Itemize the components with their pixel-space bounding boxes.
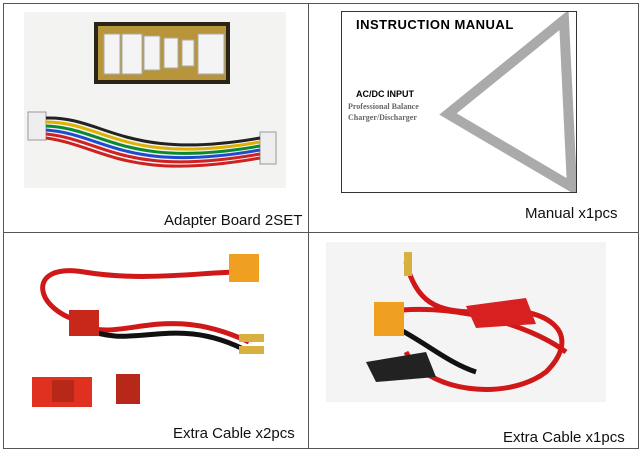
- manual-title: INSTRUCTION MANUAL: [356, 17, 514, 32]
- caption-extra-cable-2: Extra Cable x1pcs: [503, 429, 625, 446]
- caption-adapter-board: Adapter Board 2SET: [164, 212, 303, 229]
- manual-subtitle-2: Charger/Discharger: [348, 113, 417, 122]
- manual-subtitle-1: Professional Balance: [348, 102, 419, 111]
- adapter-board-photo: [24, 12, 286, 188]
- manual-input-label: AC/DC INPUT: [356, 89, 414, 99]
- deans-banana-cable-photo: [24, 242, 274, 412]
- caption-extra-cable-1: Extra Cable x2pcs: [173, 425, 295, 442]
- caption-manual: Manual x1pcs: [525, 205, 618, 222]
- divider-horizontal: [3, 232, 639, 233]
- instruction-manual-image: INSTRUCTION MANUAL AC/DC INPUT Professio…: [341, 11, 577, 193]
- grid-frame: [3, 3, 639, 449]
- divider-vertical: [308, 3, 309, 449]
- alligator-cable-photo: [326, 242, 606, 402]
- triangle-graphic: [439, 12, 576, 192]
